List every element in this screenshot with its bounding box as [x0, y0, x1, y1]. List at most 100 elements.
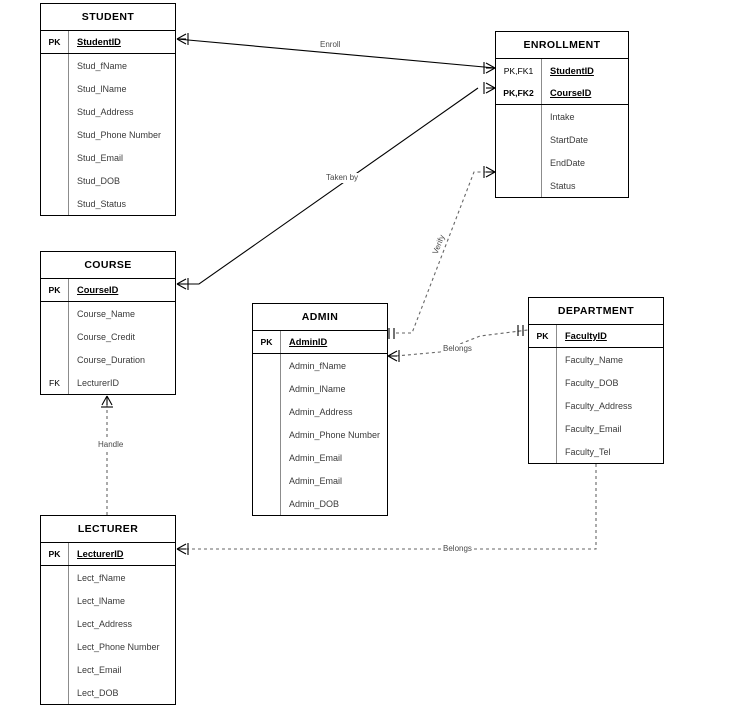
relationship-label-belongs-lecturer-department: Belongs [441, 544, 474, 554]
attribute-name: Faculty_Name [565, 354, 624, 365]
attribute-name: Lect_lName [77, 595, 126, 606]
attribute-row[interactable]: Stud_lName [41, 77, 175, 100]
attribute-row[interactable]: Stud_fName [41, 54, 175, 77]
key-label [41, 348, 69, 371]
key-label [253, 377, 281, 400]
relationship-label-verify: Verify [430, 231, 449, 258]
key-label [41, 169, 69, 192]
key-label [41, 612, 69, 635]
attribute-row[interactable]: Stud_Phone Number [41, 123, 175, 146]
connector-belongs-lecturer-department [176, 459, 602, 555]
attribute-row[interactable]: Admin_fName [253, 354, 387, 377]
attribute-name: Stud_lName [77, 83, 127, 94]
key-label [496, 151, 542, 174]
entity-enrollment[interactable]: ENROLLMENT PK,FK1 StudentID PK,FK2 Cours… [495, 31, 629, 198]
attribute-row-pk[interactable]: PK FacultyID [529, 325, 663, 348]
attribute-row[interactable]: Faculty_Name [529, 348, 663, 371]
key-label [41, 302, 69, 325]
attribute-row-pk[interactable]: PK,FK2 CourseID [496, 82, 628, 105]
attribute-row[interactable]: Lect_Address [41, 612, 175, 635]
attribute-name: Intake [550, 111, 575, 122]
key-label: PK [41, 279, 69, 301]
attribute-row[interactable]: Admin_Email [253, 446, 387, 469]
attribute-row[interactable]: Stud_Address [41, 100, 175, 123]
attribute-name: StudentID [77, 37, 121, 47]
attribute-row-pk[interactable]: PK LecturerID [41, 543, 175, 566]
key-label [529, 417, 557, 440]
attribute-name: AdminID [289, 337, 328, 347]
attribute-row-pk[interactable]: PK CourseID [41, 279, 175, 302]
attribute-name: Lect_DOB [77, 687, 119, 698]
key-label [253, 492, 281, 515]
attribute-row[interactable]: Intake [496, 105, 628, 128]
attribute-row[interactable]: EndDate [496, 151, 628, 174]
key-label [253, 400, 281, 423]
entity-course[interactable]: COURSE PK CourseID Course_Name Course_Cr… [40, 251, 176, 395]
key-label [41, 635, 69, 658]
attribute-row[interactable]: Faculty_Address [529, 394, 663, 417]
attribute-row[interactable]: Stud_Status [41, 192, 175, 215]
attribute-name: Course_Name [77, 308, 136, 319]
attribute-row-pk[interactable]: PK,FK1 StudentID [496, 59, 628, 82]
attribute-row[interactable]: Faculty_DOB [529, 371, 663, 394]
connector-verify [388, 166, 496, 339]
attribute-row[interactable]: Admin_Email [253, 469, 387, 492]
attribute-name: Stud_Email [77, 152, 124, 163]
attribute-name: Lect_Email [77, 664, 122, 675]
entity-student[interactable]: STUDENT PK StudentID Stud_fName Stud_lNa… [40, 3, 176, 216]
attribute-name: Stud_DOB [77, 175, 121, 186]
attribute-name: EndDate [550, 157, 586, 168]
attribute-name: Stud_Address [77, 106, 134, 117]
key-label [41, 589, 69, 612]
key-label [253, 469, 281, 492]
attribute-row-pk[interactable]: PK StudentID [41, 31, 175, 54]
attribute-name: Stud_Phone Number [77, 129, 162, 140]
attribute-row[interactable]: Course_Name [41, 302, 175, 325]
connector-handle [101, 395, 113, 515]
attribute-name: Admin_Phone Number [289, 429, 381, 440]
attribute-row[interactable]: Lect_DOB [41, 681, 175, 704]
attribute-name: Course_Duration [77, 354, 146, 365]
entity-title: ADMIN [253, 304, 387, 331]
attribute-row[interactable]: Admin_DOB [253, 492, 387, 515]
attribute-row[interactable]: Lect_lName [41, 589, 175, 612]
attribute-row[interactable]: Lect_Email [41, 658, 175, 681]
key-label [529, 440, 557, 463]
attribute-name: StudentID [550, 65, 594, 76]
relationship-label-taken-by: Taken by [324, 173, 361, 183]
key-label [529, 394, 557, 417]
attribute-row[interactable]: Admin_Address [253, 400, 387, 423]
attribute-row[interactable]: Admin_lName [253, 377, 387, 400]
attribute-row[interactable]: Admin_Phone Number [253, 423, 387, 446]
attribute-name: Lect_Address [77, 618, 133, 629]
attribute-row[interactable]: Lect_Phone Number [41, 635, 175, 658]
attribute-row[interactable]: Course_Credit [41, 325, 175, 348]
key-label: PK,FK2 [496, 82, 542, 104]
attribute-list: PK,FK1 StudentID PK,FK2 CourseID Intake … [496, 59, 628, 197]
attribute-list: PK LecturerID Lect_fName Lect_lName Lect… [41, 543, 175, 704]
entity-lecturer[interactable]: LECTURER PK LecturerID Lect_fName Lect_l… [40, 515, 176, 705]
attribute-name: Lect_fName [77, 572, 126, 583]
entity-admin[interactable]: ADMIN PK AdminID Admin_fName Admin_lName… [252, 303, 388, 516]
attribute-row[interactable]: Faculty_Tel [529, 440, 663, 463]
attribute-row[interactable]: Faculty_Email [529, 417, 663, 440]
attribute-row[interactable]: Stud_DOB [41, 169, 175, 192]
attribute-row[interactable]: Status [496, 174, 628, 197]
attribute-row[interactable]: StartDate [496, 128, 628, 151]
attribute-row-fk[interactable]: FK LecturerID [41, 371, 175, 394]
connector-taken-by [176, 82, 496, 290]
entity-department[interactable]: DEPARTMENT PK FacultyID Faculty_Name Fac… [528, 297, 664, 464]
key-label [253, 354, 281, 377]
attribute-name: LecturerID [77, 377, 120, 388]
attribute-row[interactable]: Course_Duration [41, 348, 175, 371]
attribute-name: Admin_Email [289, 475, 343, 486]
attribute-name: StartDate [550, 134, 589, 145]
key-label [41, 566, 69, 589]
key-label [41, 123, 69, 146]
relationship-label-belongs-admin-department: Belongs [441, 344, 474, 354]
attribute-row[interactable]: Stud_Email [41, 146, 175, 169]
attribute-name: LecturerID [77, 549, 124, 559]
key-label [496, 128, 542, 151]
attribute-row[interactable]: Lect_fName [41, 566, 175, 589]
attribute-row-pk[interactable]: PK AdminID [253, 331, 387, 354]
